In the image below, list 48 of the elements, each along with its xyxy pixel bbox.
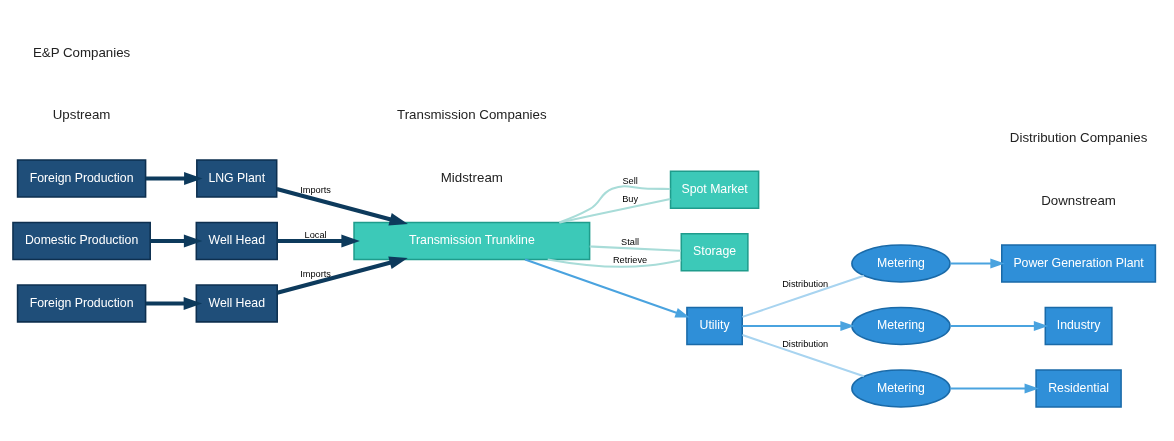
edge-label: Distribution	[782, 338, 829, 349]
label: Transmission Companies	[397, 107, 547, 122]
node-box: Utility	[686, 306, 743, 345]
arrow	[145, 296, 203, 310]
node-box: Power Generation Plant	[1001, 243, 1157, 283]
node-ellipse: Metering	[851, 368, 951, 408]
arrow	[276, 255, 408, 295]
label: Distribution Companies	[1009, 129, 1148, 145]
node-box: LNG Plant	[196, 158, 278, 198]
node-box: Industry	[1044, 306, 1113, 345]
arrow	[950, 257, 1005, 269]
node-box: Foreign Production	[16, 283, 147, 323]
node-box: Storage	[680, 232, 749, 271]
node-box: Spot Market	[669, 170, 760, 209]
node-ellipse: Metering	[851, 243, 951, 283]
label: Upstream	[52, 107, 111, 122]
connector	[589, 244, 681, 252]
node-box: Well Head	[195, 221, 278, 260]
connector	[558, 184, 671, 223]
arrow	[950, 382, 1039, 393]
edge-label: Sell	[622, 175, 638, 186]
arrow	[150, 234, 203, 247]
label: E&P Companies	[32, 44, 131, 60]
arrow	[145, 171, 203, 185]
edge-label: Retrieve	[612, 254, 648, 265]
edge-label: Imports	[300, 184, 331, 195]
node-box: Domestic Production	[12, 221, 151, 260]
node-ellipse: Metering	[851, 306, 951, 345]
arrow	[276, 186, 408, 226]
connector	[547, 257, 682, 268]
node-box: Well Head	[195, 283, 278, 323]
label: Downstream	[1041, 192, 1116, 208]
edge-label: Distribution	[782, 278, 829, 289]
node-box: Foreign Production	[16, 158, 147, 198]
node-box: Residential	[1035, 368, 1122, 408]
arrow	[524, 257, 690, 318]
edge-label: Local	[304, 229, 327, 240]
connector	[559, 197, 671, 223]
edge-label: Buy	[622, 193, 638, 204]
edge-label: Imports	[300, 268, 331, 279]
arrow	[277, 234, 360, 247]
edge-label: Stall	[621, 236, 640, 247]
arrow	[950, 320, 1049, 331]
label: Midstream	[440, 169, 503, 185]
connector	[742, 274, 865, 318]
node-box: Transmission Trunkline	[353, 221, 591, 260]
connector	[742, 333, 865, 377]
arrow	[742, 320, 855, 331]
